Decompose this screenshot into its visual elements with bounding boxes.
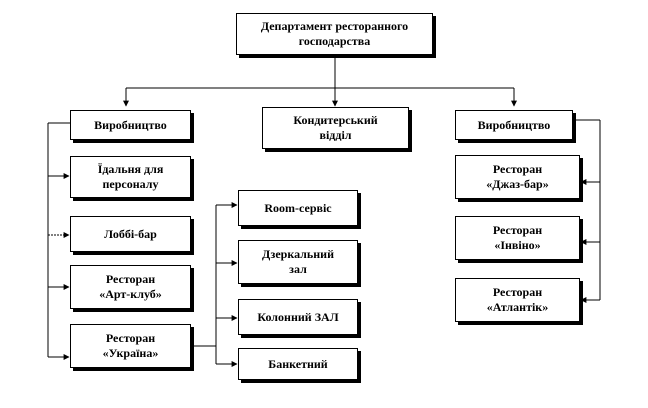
box-root: Департамент ресторанного господарства [236, 13, 433, 55]
box-atlantik-label: Ресторан «Атлантік» [486, 285, 549, 314]
box-art-klub: Ресторан «Арт-клуб» [70, 265, 191, 309]
box-room-service: Room-сервіс [238, 190, 358, 226]
box-root-label: Департамент ресторанного господарства [260, 19, 409, 48]
box-middle-head-label: Кондитерський відділ [293, 113, 378, 142]
box-ukraina: Ресторан «Україна» [70, 324, 191, 368]
box-banketnyi: Банкетний [238, 348, 358, 380]
box-art-klub-label: Ресторан «Арт-клуб» [99, 272, 162, 301]
box-left-head-label: Виробництво [94, 117, 167, 132]
box-lobbi-bar-label: Лоббі-бар [104, 226, 157, 241]
box-right-head: Виробництво [455, 110, 573, 140]
box-dzhaz-bar-label: Ресторан «Джаз-бар» [486, 162, 549, 191]
box-lobbi-bar: Лоббі-бар [70, 216, 191, 252]
box-kolonnyi-zal-label: Колонний ЗАЛ [257, 309, 339, 324]
box-dzerkalnyi-zal: Дзеркальний зал [238, 240, 358, 284]
box-dzerkalnyi-zal-label: Дзеркальний зал [261, 247, 335, 276]
box-idalnia: Їдальня для персоналу [70, 156, 191, 198]
box-middle-head: Кондитерський відділ [262, 107, 409, 149]
box-room-service-label: Room-сервіс [264, 200, 332, 215]
box-idalnia-label: Їдальня для персоналу [97, 162, 164, 191]
box-kolonnyi-zal: Колонний ЗАЛ [238, 299, 358, 335]
box-dzhaz-bar: Ресторан «Джаз-бар» [455, 155, 580, 199]
box-atlantik: Ресторан «Атлантік» [455, 278, 580, 322]
box-ukraina-label: Ресторан «Україна» [102, 331, 159, 360]
box-left-head: Виробництво [70, 110, 191, 140]
box-invino-label: Ресторан «Інвіно» [492, 223, 543, 252]
box-banketnyi-label: Банкетний [268, 356, 328, 371]
box-right-head-label: Виробництво [477, 117, 551, 132]
box-invino: Ресторан «Інвіно» [455, 216, 580, 260]
